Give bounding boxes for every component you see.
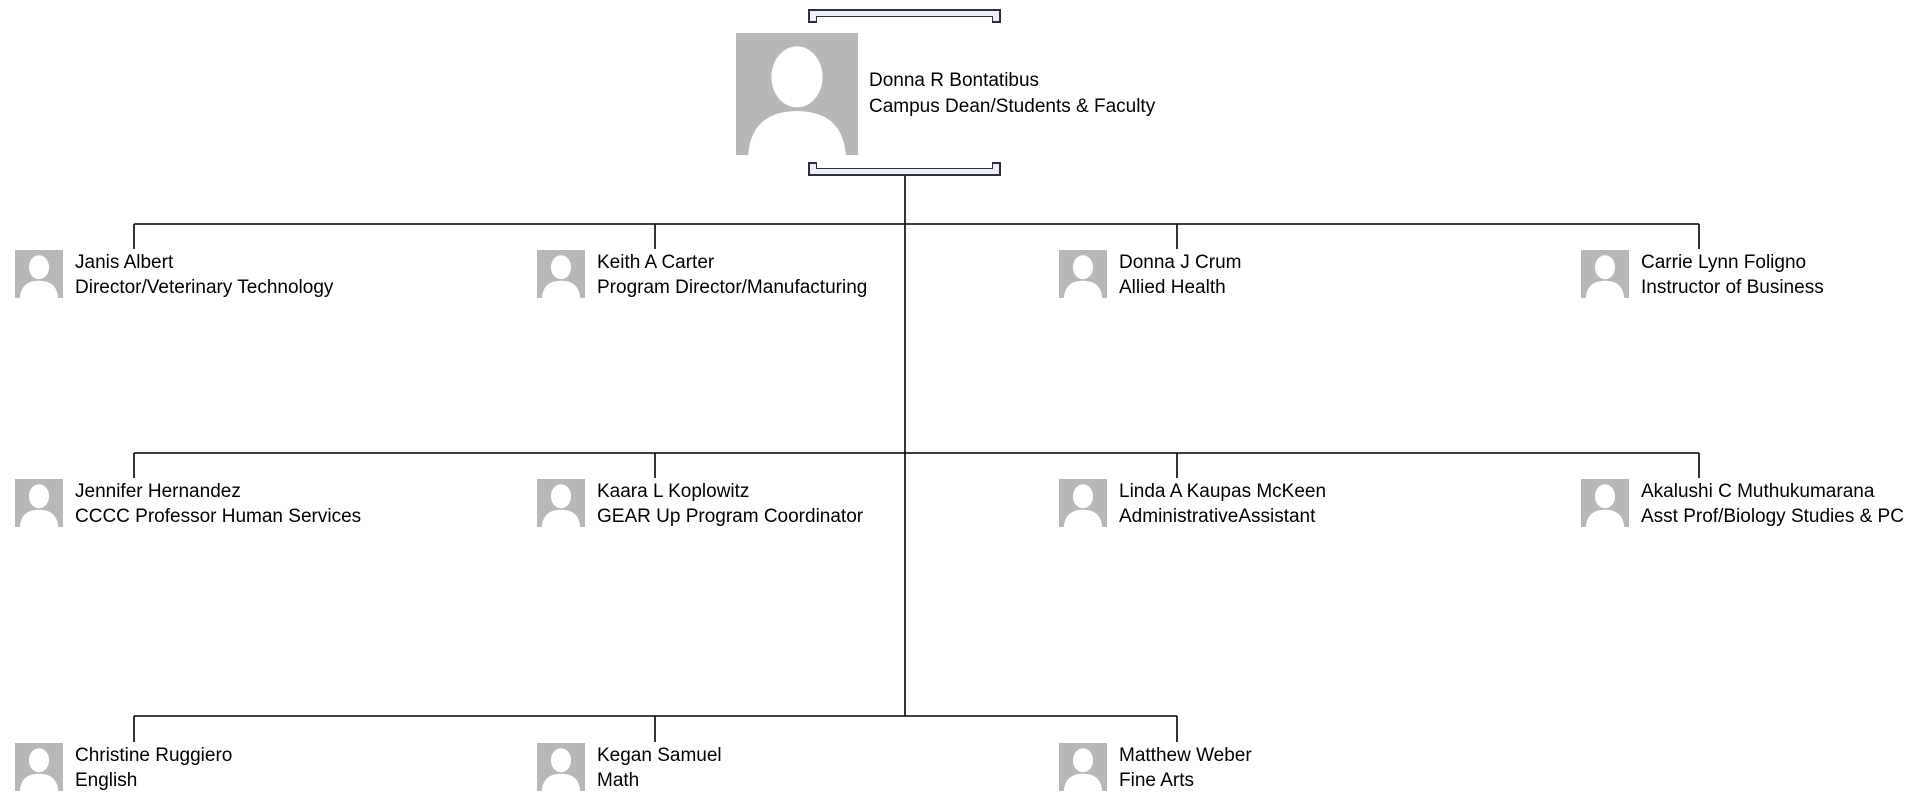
person-name: Kaara L Koplowitz: [597, 481, 750, 502]
person-name: Akalushi C Muthukumarana: [1641, 481, 1875, 502]
node-text: Akalushi C Muthukumarana Asst Prof/Biolo…: [1641, 479, 1904, 529]
person-title: Fine Arts: [1119, 770, 1194, 791]
person-name: Janis Albert: [75, 252, 174, 273]
avatar: [15, 250, 63, 298]
person-silhouette-icon: [19, 748, 59, 791]
person-silhouette-icon: [541, 255, 581, 298]
node-text: Kaara L Koplowitz GEAR Up Program Coordi…: [597, 479, 863, 529]
node-text: Keith A Carter Program Director/Manufact…: [597, 250, 867, 300]
person-silhouette-icon: [19, 484, 59, 527]
node-text: Christine Ruggiero English: [75, 743, 232, 793]
avatar: [1059, 250, 1107, 298]
root-top-bracket: [808, 9, 1001, 23]
person-title: Allied Health: [1119, 277, 1226, 298]
person-title: English: [75, 770, 138, 791]
root-top-bracket-inner: [816, 16, 993, 23]
node-text: Linda A Kaupas McKeen AdministrativeAssi…: [1119, 479, 1326, 529]
person-silhouette-icon: [19, 255, 59, 298]
person-name: Donna J Crum: [1119, 252, 1242, 273]
person-title: CCCC Professor Human Services: [75, 506, 362, 527]
person-title: Program Director/Manufacturing: [597, 277, 868, 298]
node-text: Donna J Crum Allied Health: [1119, 250, 1242, 300]
root-node-text: Donna R Bontatibus Campus Dean/Students …: [869, 68, 1155, 120]
person-name: Linda A Kaupas McKeen: [1119, 481, 1327, 502]
person-silhouette-icon: [1063, 255, 1103, 298]
avatar: [1059, 479, 1107, 527]
person-name: Carrie Lynn Foligno: [1641, 252, 1807, 273]
node-text: Janis Albert Director/Veterinary Technol…: [75, 250, 333, 300]
person-name: Kegan Samuel: [597, 745, 722, 766]
person-name: Keith A Carter: [597, 252, 715, 273]
root-avatar: [736, 33, 858, 155]
person-silhouette-icon: [1063, 484, 1103, 527]
person-title: AdministrativeAssistant: [1119, 506, 1316, 527]
node-text: Jennifer Hernandez CCCC Professor Human …: [75, 479, 361, 529]
avatar: [537, 479, 585, 527]
avatar: [537, 743, 585, 791]
avatar: [15, 743, 63, 791]
avatar: [537, 250, 585, 298]
person-title: Director/Veterinary Technology: [75, 277, 334, 298]
person-title: GEAR Up Program Coordinator: [597, 506, 864, 527]
node-text: Matthew Weber Fine Arts: [1119, 743, 1252, 793]
root-bottom-bracket: [808, 162, 1001, 176]
person-silhouette-icon: [541, 748, 581, 791]
person-title: Asst Prof/Biology Studies & PC: [1641, 506, 1904, 527]
avatar: [1581, 479, 1629, 527]
person-name: Matthew Weber: [1119, 745, 1252, 766]
person-silhouette-icon: [1063, 748, 1103, 791]
avatar: [1581, 250, 1629, 298]
avatar: [15, 479, 63, 527]
person-name: Christine Ruggiero: [75, 745, 233, 766]
person-title: Math: [597, 770, 640, 791]
person-silhouette-icon: [1585, 484, 1625, 527]
person-name: Jennifer Hernandez: [75, 481, 241, 502]
person-title: Instructor of Business: [1641, 277, 1824, 298]
node-text: Kegan Samuel Math: [597, 743, 722, 793]
root-name: Donna R Bontatibus: [869, 70, 1040, 91]
root-title: Campus Dean/Students & Faculty: [869, 96, 1156, 117]
avatar: [1059, 743, 1107, 791]
root-bottom-bracket-inner: [816, 162, 993, 169]
person-silhouette-icon: [1585, 255, 1625, 298]
person-silhouette-icon: [748, 46, 846, 155]
person-silhouette-icon: [541, 484, 581, 527]
node-text: Carrie Lynn Foligno Instructor of Busine…: [1641, 250, 1824, 300]
